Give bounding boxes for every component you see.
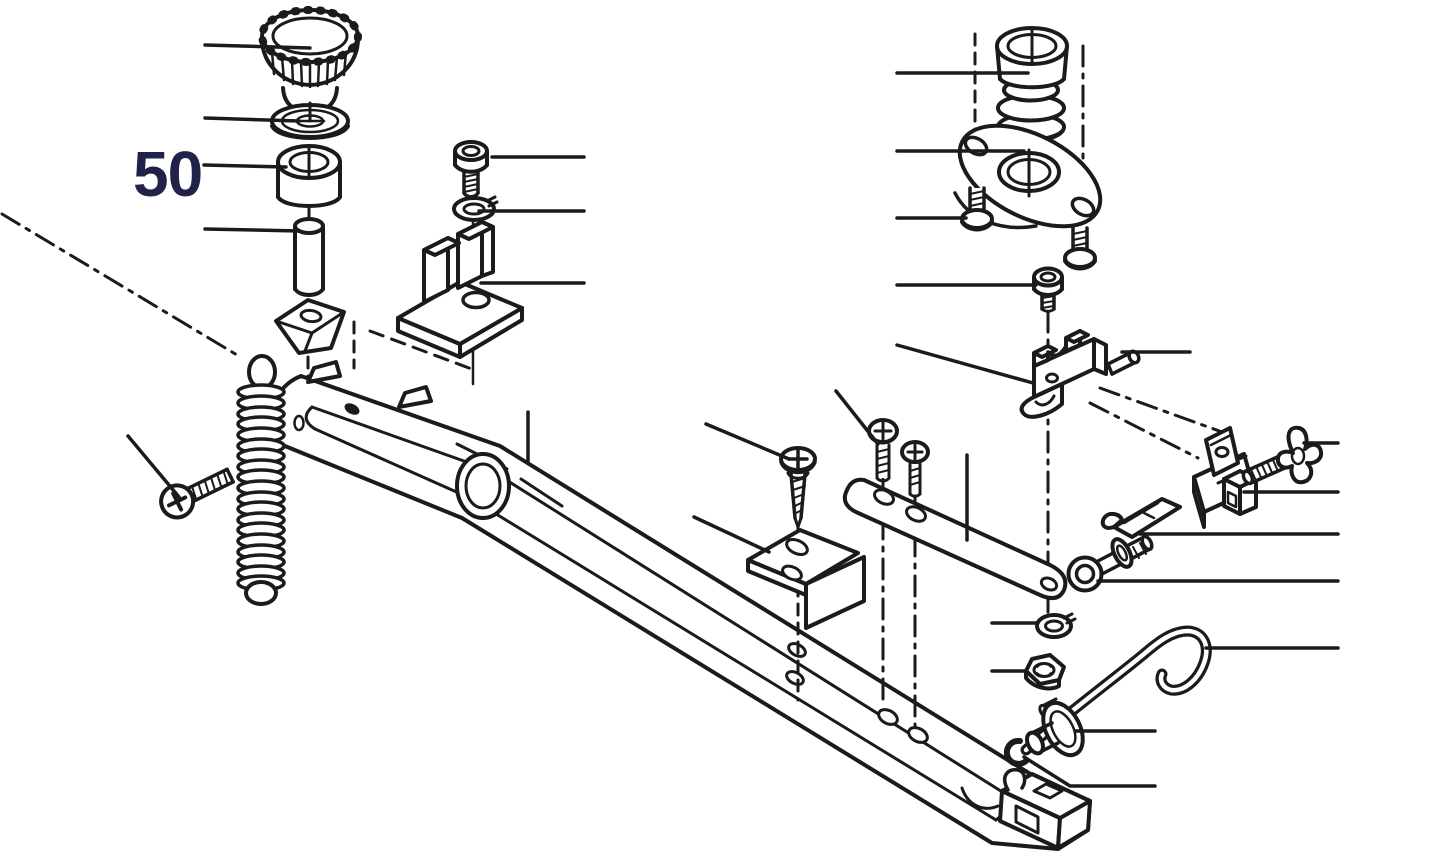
clamp-bracket xyxy=(1019,329,1108,419)
handle-rod xyxy=(1020,625,1212,756)
fork-bracket xyxy=(396,220,524,359)
leader-clamp-bracket xyxy=(895,343,1035,385)
phillips-screw xyxy=(159,467,235,520)
shoulder-screw-with-washer xyxy=(1066,534,1154,593)
arm-lug-1 xyxy=(306,360,342,384)
pivot-arm xyxy=(270,360,1092,851)
stud-screw-1 xyxy=(960,186,994,232)
wedge-nut xyxy=(274,298,346,355)
wing-screw xyxy=(1241,425,1324,486)
roller-spool xyxy=(1025,697,1085,758)
socket-screw-small xyxy=(1032,266,1064,313)
flat-washer xyxy=(270,101,350,140)
pan-head-screw-2 xyxy=(900,440,930,498)
leader-lines xyxy=(126,43,1340,788)
leader-guide-pin xyxy=(203,227,302,233)
axis-clamp-guide-2 xyxy=(1088,401,1200,460)
knurl-ribs xyxy=(270,50,348,89)
axis-main-diagonal xyxy=(0,212,244,360)
leader-c-clip xyxy=(1022,755,1157,788)
angle-bracket xyxy=(746,528,866,630)
tapping-screw xyxy=(779,446,817,529)
leader-pan-head-screw xyxy=(834,389,880,446)
axis-lines xyxy=(0,32,1085,398)
knurled-knob xyxy=(258,6,362,114)
lock-washer xyxy=(452,195,499,222)
c-clip xyxy=(1003,737,1029,767)
bushing-50 xyxy=(276,144,342,208)
axis-clamp-guide-1 xyxy=(1098,386,1224,434)
link-bar xyxy=(842,477,1068,601)
arm-pivot-hole xyxy=(293,414,305,432)
arm-lug-2 xyxy=(397,385,433,409)
leader-knurled-knob xyxy=(203,43,312,50)
tension-spring xyxy=(236,354,286,606)
lever-link xyxy=(1100,497,1182,539)
leader-tapping-screw xyxy=(704,422,791,461)
leader-phillips-screw xyxy=(126,434,181,499)
spring-coils xyxy=(236,383,286,592)
leader-angle-bracket xyxy=(692,515,771,554)
socket-head-screw xyxy=(453,140,489,199)
leader-flat-washer xyxy=(203,116,301,123)
stud-screw-2 xyxy=(1063,226,1097,271)
rubber-bellows xyxy=(995,26,1069,143)
spring-washer xyxy=(1035,612,1077,639)
part-callout-50: 50 xyxy=(133,138,202,210)
arm-hole-dark xyxy=(344,403,360,415)
axis-wedge-bracket xyxy=(368,329,479,373)
arm-end-block xyxy=(998,767,1092,850)
guide-pin xyxy=(293,205,325,297)
leader-bushing-50 xyxy=(202,163,288,169)
pan-head-screw-1 xyxy=(867,418,899,483)
hex-nut xyxy=(1024,653,1066,691)
